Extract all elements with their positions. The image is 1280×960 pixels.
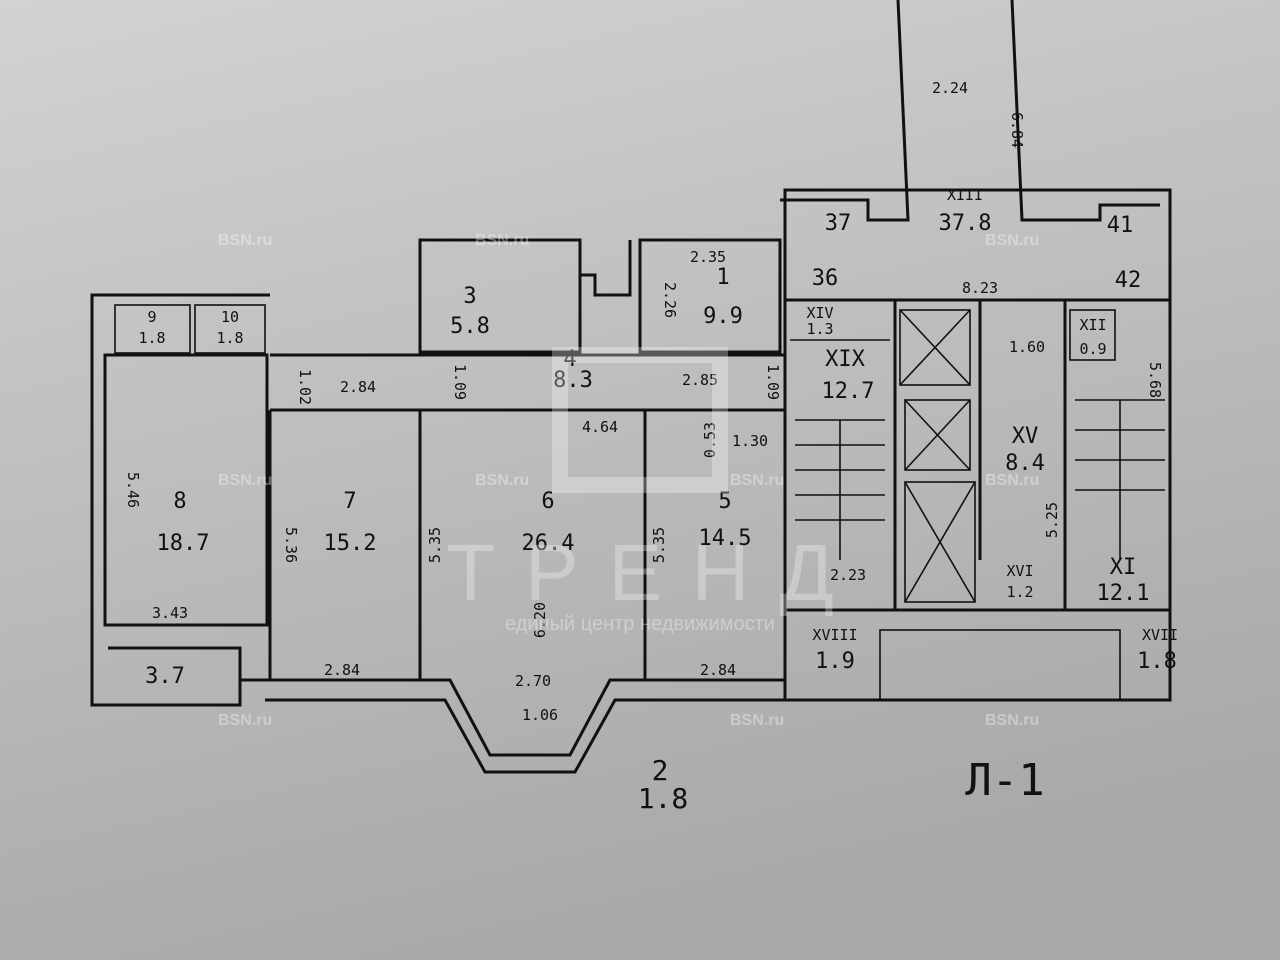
- room-area: 1.2: [1006, 583, 1033, 601]
- dimension-label: 5.68: [1146, 362, 1164, 398]
- dimension-label: 2.84: [324, 661, 360, 679]
- dimension-label: BSN.ru: [218, 472, 272, 489]
- room-area: 37.8: [939, 211, 992, 236]
- dimension-label: 2.70: [515, 672, 551, 690]
- dimension-label: BSN.ru: [218, 232, 272, 249]
- room-num: 1: [716, 265, 729, 290]
- room-num: XII: [1079, 316, 1106, 334]
- room-num: 7: [343, 489, 356, 514]
- mark: 42: [1115, 268, 1142, 293]
- dimension-label: 2.84: [700, 661, 736, 679]
- balcony-area: 3.7: [145, 664, 185, 689]
- room-num: XIX: [825, 347, 865, 372]
- plan-id: Л-1: [965, 755, 1044, 806]
- dimension-label: 3.43: [152, 604, 188, 622]
- room-num: XIII: [947, 186, 983, 204]
- dimension-label: 5.25: [1043, 502, 1061, 538]
- room-area: 18.7: [157, 531, 210, 556]
- room-num: XV: [1012, 424, 1039, 449]
- dimension-label: 2.85: [682, 371, 718, 389]
- room-area: 14.5: [699, 526, 752, 551]
- dimension-label: единый центр недвижимости: [505, 613, 775, 635]
- dimension-label: 6.20: [531, 602, 549, 638]
- dimension-label: 2.23: [830, 566, 866, 584]
- room-num: 4: [563, 347, 576, 372]
- room-num: XIV: [806, 304, 833, 322]
- dimension-label: 5.35: [650, 527, 668, 563]
- room-num: XVIII: [812, 626, 857, 644]
- dimension-label: BSN.ru: [475, 232, 529, 249]
- room-area: 8.3: [553, 368, 593, 393]
- dimension-label: 1.06: [522, 706, 558, 724]
- room-num: 2: [652, 754, 669, 787]
- dimension-label: 5.46: [124, 472, 142, 508]
- room-labels: 19.9 21.8 35.8 48.3 514.5 626.4 715.2 81…: [138, 186, 1178, 815]
- dimension-label: 1.02: [296, 369, 314, 405]
- room-num: XVI: [1006, 562, 1033, 580]
- dimension-label: 1.30: [732, 432, 768, 450]
- dimension-label: 1.60: [1009, 338, 1045, 356]
- dimension-label: BSN.ru: [985, 712, 1039, 729]
- room-area: 9.9: [703, 304, 743, 329]
- watermarks: BSN.ru BSN.ru BSN.ru BSN.ru BSN.ru BSN.r…: [218, 232, 1039, 729]
- dimension-label: 2.24: [932, 79, 968, 97]
- room-num: 6: [541, 489, 554, 514]
- room-area: 5.8: [450, 314, 490, 339]
- dimension-label: 8.23: [962, 279, 998, 297]
- mark: 41: [1107, 213, 1134, 238]
- room-area: 0.9: [1079, 340, 1106, 358]
- dimension-label: 1.09: [451, 364, 469, 400]
- dimension-label: BSN.ru: [985, 232, 1039, 249]
- dimension-label: 1.09: [764, 364, 782, 400]
- room-num: XVII: [1142, 626, 1178, 644]
- room-area: 1.8: [138, 329, 165, 347]
- room-num: 3: [463, 284, 476, 309]
- dimension-label: 5.36: [282, 527, 300, 563]
- dimension-label: 2.26: [661, 282, 679, 318]
- dimension-label: BSN.ru: [985, 472, 1039, 489]
- dimension-label: 0.53: [701, 422, 719, 458]
- mark: 37: [825, 211, 852, 236]
- dimension-labels: 2.24 6.84 8.23 2.35 2.26 1.60 5.68 1.02 …: [124, 79, 1164, 724]
- dimension-label: BSN.ru: [730, 712, 784, 729]
- dimension-label: 6.84: [1008, 112, 1026, 148]
- room-area: 12.1: [1097, 581, 1150, 606]
- room-area: 8.4: [1005, 451, 1045, 476]
- room-area: 1.8: [638, 782, 689, 815]
- dimension-label: BSN.ru: [475, 472, 529, 489]
- room-area: 1.3: [806, 320, 833, 338]
- mark: 36: [812, 266, 839, 291]
- room-area: 1.8: [216, 329, 243, 347]
- dimension-label: 2.35: [690, 248, 726, 266]
- room-area: 1.8: [1137, 649, 1177, 674]
- room-area: 12.7: [822, 379, 875, 404]
- dimension-label: 2.84: [340, 378, 376, 396]
- dimension-label: 5.35: [426, 527, 444, 563]
- dimension-label: BSN.ru: [218, 712, 272, 729]
- room-num: 9: [147, 308, 156, 326]
- room-area: 1.9: [815, 649, 855, 674]
- room-num: 10: [221, 308, 239, 326]
- room-num: 5: [718, 489, 731, 514]
- dimension-label: BSN.ru: [730, 472, 784, 489]
- room-area: 26.4: [522, 531, 575, 556]
- room-num: XI: [1110, 555, 1137, 580]
- dimension-label: 4.64: [582, 418, 618, 436]
- room-num: 8: [173, 489, 186, 514]
- room-area: 15.2: [324, 531, 377, 556]
- walls: [90, 0, 1172, 774]
- dimension-label: ТРЕНД: [446, 528, 864, 617]
